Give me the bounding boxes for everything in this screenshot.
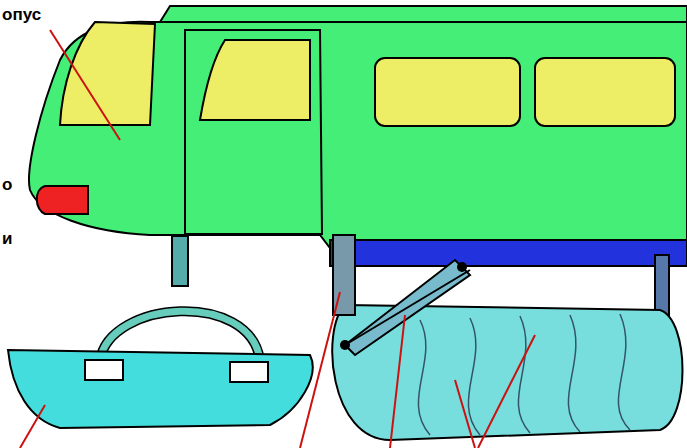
- vehicle-body: [29, 22, 687, 248]
- ski-clamp: [230, 362, 268, 382]
- ski-clamp: [85, 360, 123, 380]
- ski: [8, 350, 313, 428]
- pivot: [340, 340, 350, 350]
- window: [375, 58, 520, 126]
- pivot: [457, 262, 467, 272]
- ski-post: [172, 236, 188, 286]
- part-label: опус: [2, 6, 41, 23]
- windshield: [60, 22, 155, 125]
- suspension-arm: [345, 260, 470, 355]
- part-label: и: [2, 230, 12, 247]
- track-treads: [418, 314, 630, 435]
- window: [535, 58, 675, 126]
- leader-lines: [20, 30, 535, 448]
- door-window: [200, 40, 310, 120]
- suspension-link: [345, 270, 470, 345]
- door: [185, 30, 322, 234]
- frame-beam: [330, 240, 687, 266]
- headlight: [37, 186, 88, 214]
- part-label: о: [2, 176, 12, 193]
